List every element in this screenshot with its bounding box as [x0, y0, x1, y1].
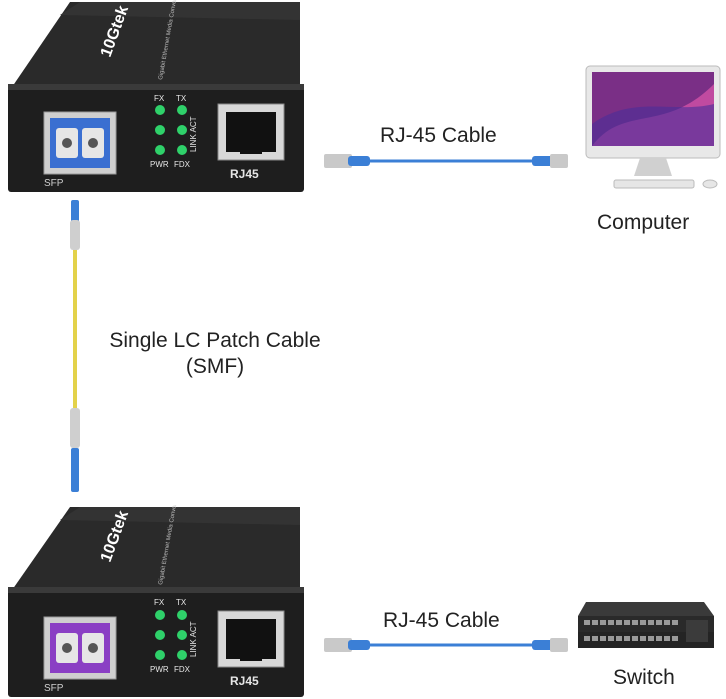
rj45-label-top: RJ45 — [230, 167, 259, 181]
led-pwr-top — [155, 145, 165, 155]
led-tx-top — [177, 105, 187, 115]
led-pwr-label-top: PWR — [150, 160, 169, 169]
rj45-cable-top — [324, 154, 568, 168]
rj45-cable-bottom — [324, 638, 568, 652]
switch-label: Switch — [613, 666, 675, 689]
patch-cable-label-line1: Single LC Patch Cable — [109, 329, 321, 352]
patch-cable-label-line2: (SMF) — [185, 355, 245, 378]
rj45-cable-label-bottom: RJ-45 Cable — [383, 609, 500, 632]
led-linkact-label-top: LINK ACT — [189, 116, 198, 152]
led-linkact-label-bottom: LINK ACT — [189, 621, 198, 657]
rj45-cable-label-top: RJ-45 Cable — [380, 124, 497, 147]
computer-icon — [585, 65, 721, 189]
led-act-top — [177, 125, 187, 135]
led-tx-bottom — [177, 610, 187, 620]
led-fdx-label-top: FDX — [174, 160, 191, 169]
led-pwr-bottom — [155, 650, 165, 660]
led-tx-label-top: TX — [176, 94, 187, 103]
led-link-top — [155, 125, 165, 135]
led-fdx-label-bottom: FDX — [174, 665, 191, 674]
sfp-label-bottom: SFP — [44, 683, 64, 694]
led-pwr-label-bottom: PWR — [150, 665, 169, 674]
led-fdx-top — [177, 145, 187, 155]
rj45-label-bottom: RJ45 — [230, 674, 259, 688]
led-fx-label-bottom: FX — [154, 598, 165, 607]
led-tx-label-bottom: TX — [176, 598, 187, 607]
led-link-bottom — [155, 630, 165, 640]
led-fdx-bottom — [177, 650, 187, 660]
media-converter-top: SFP RJ45 FX TX PWR FDX LINK ACT 10Gtek G… — [8, 0, 304, 192]
computer-label: Computer — [597, 211, 690, 234]
led-act-bottom — [177, 630, 187, 640]
led-fx-label-top: FX — [154, 94, 165, 103]
media-converter-bottom: SFP RJ45 FX TX PWR FDX LINK ACT 10Gtek G… — [8, 505, 304, 697]
sfp-label-top: SFP — [44, 178, 64, 189]
switch-icon — [578, 602, 714, 648]
led-fx-bottom — [155, 610, 165, 620]
led-fx-top — [155, 105, 165, 115]
lc-patch-cable — [70, 200, 80, 492]
